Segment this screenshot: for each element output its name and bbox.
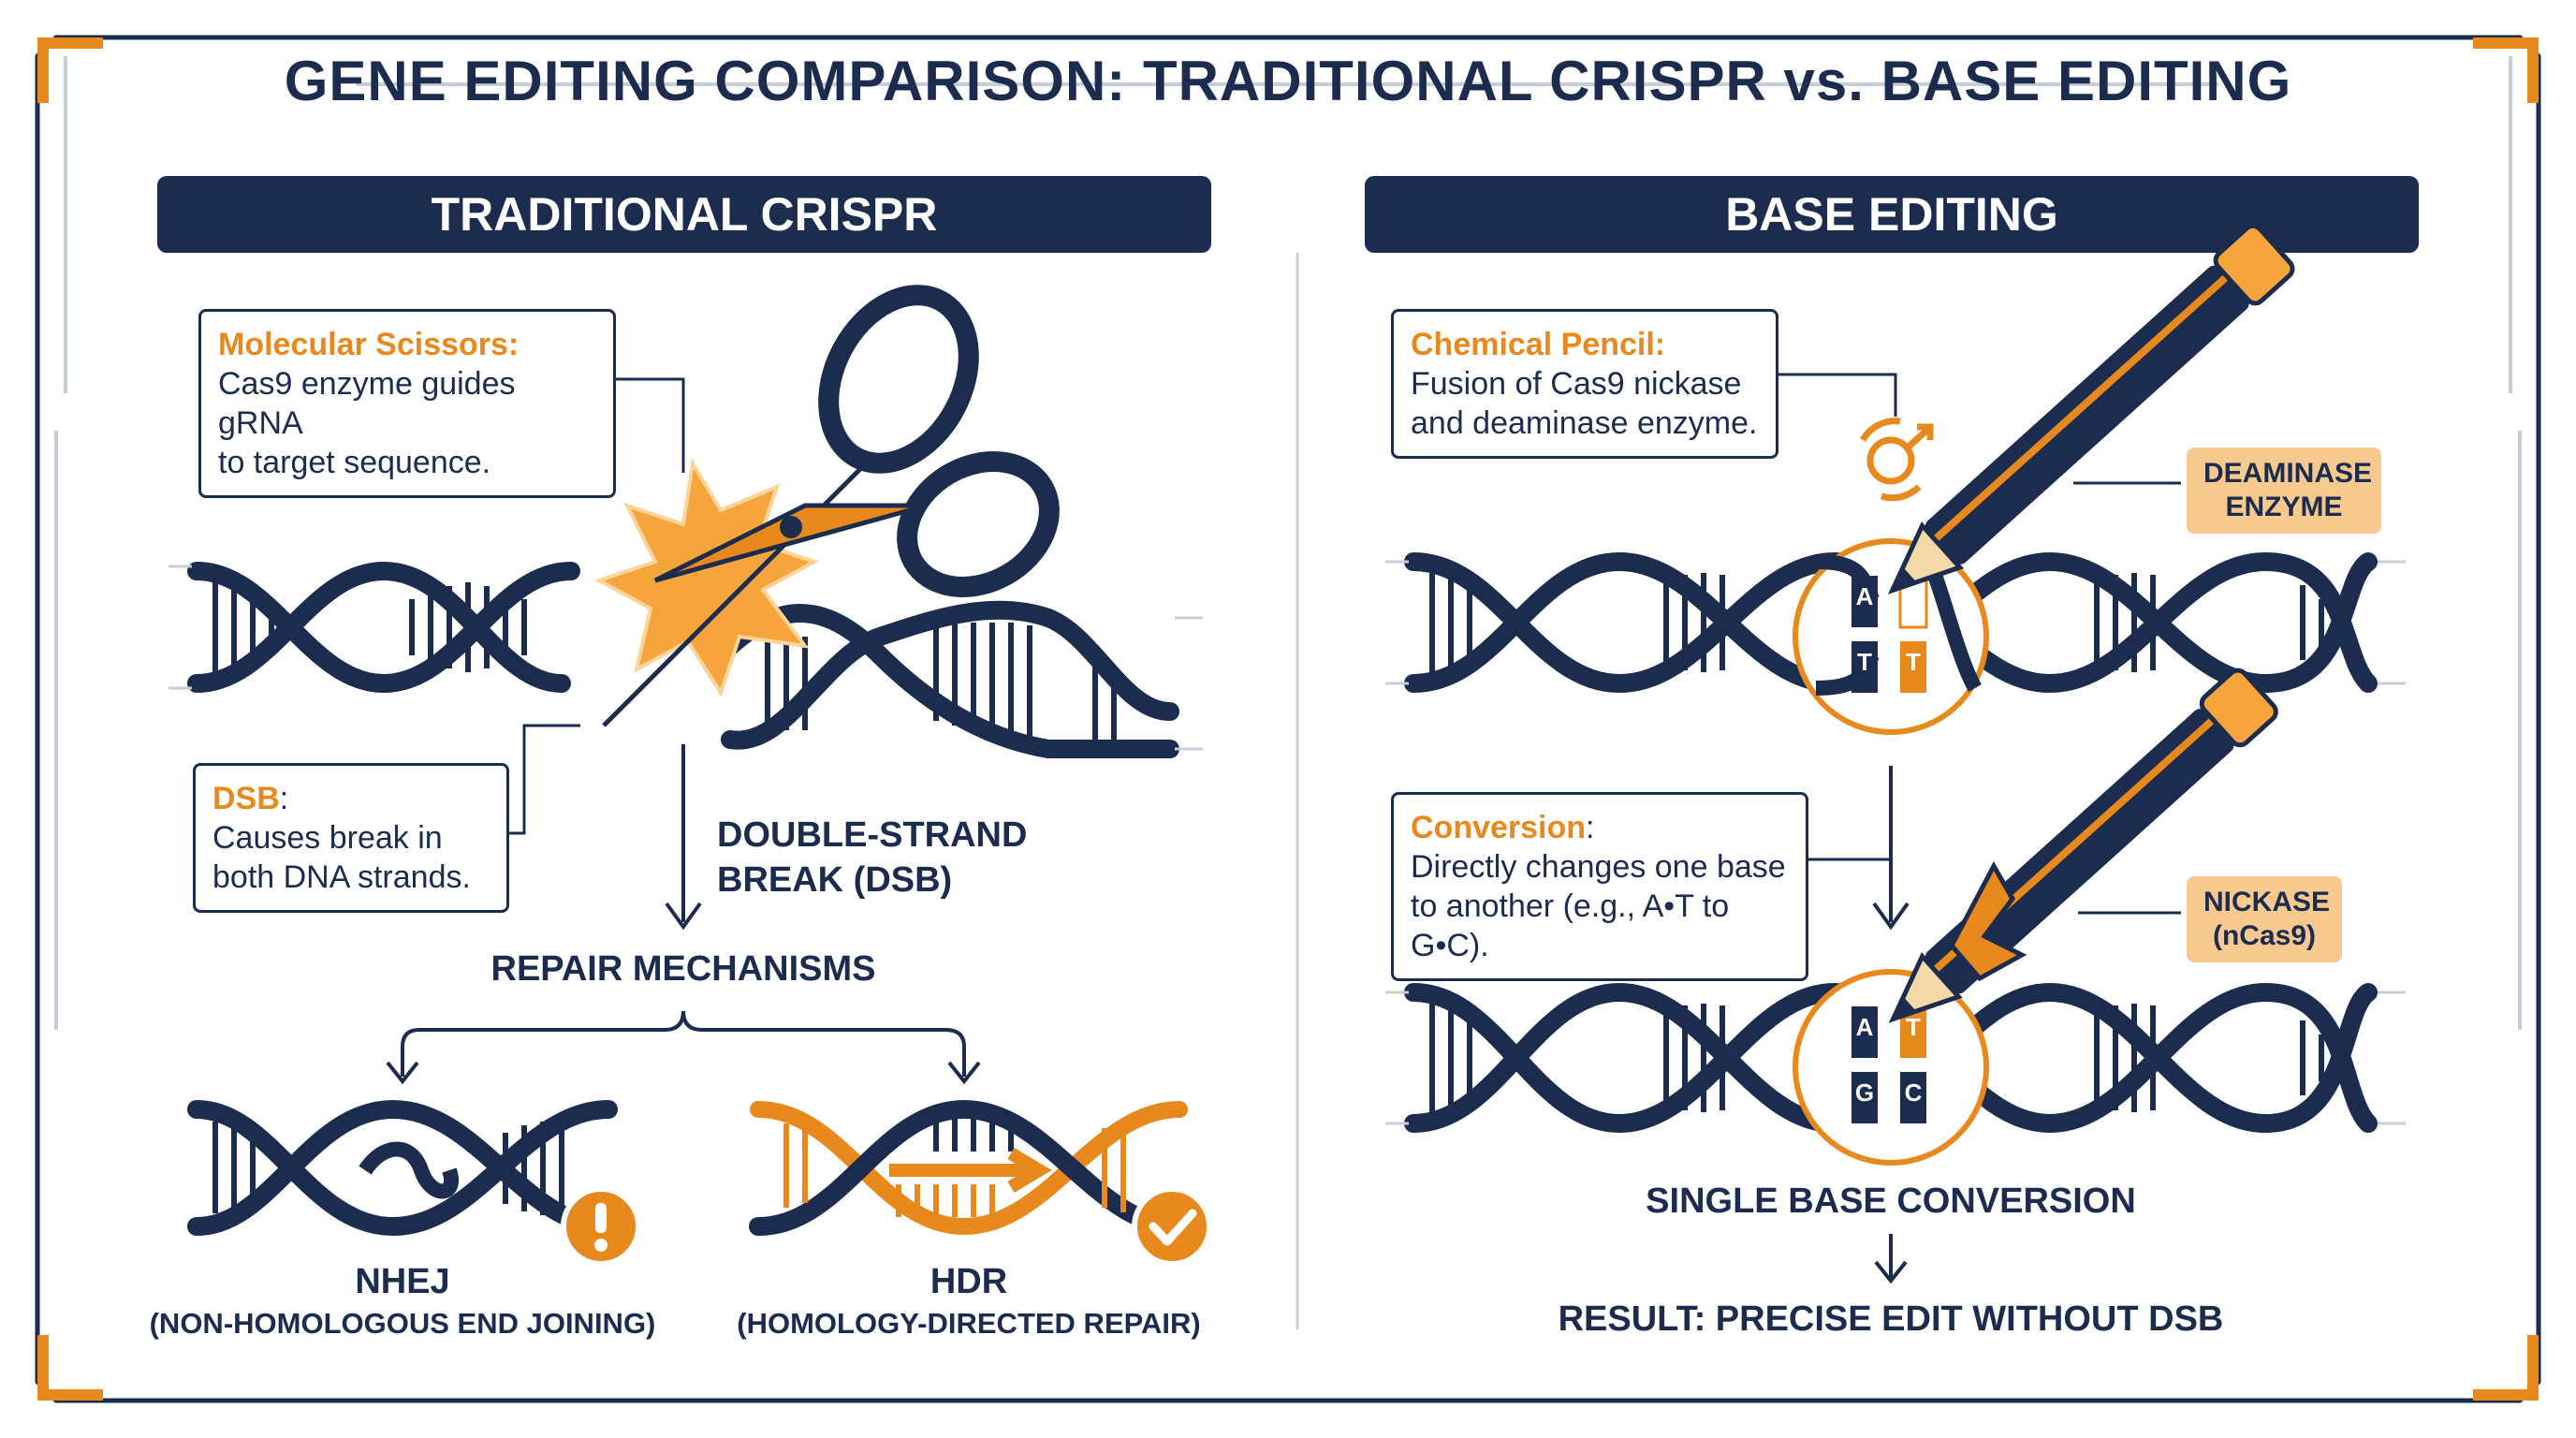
scissors-connector	[612, 377, 685, 473]
scissors-icon	[602, 285, 1060, 727]
top-base-pairs	[1815, 554, 1983, 696]
corner-accent-bl	[37, 1335, 103, 1401]
deaminase-enzyme-tag: DEAMINASE ENZYME	[2187, 448, 2381, 534]
pencil-callout-line1: Fusion of Cas9 nickase	[1411, 366, 1742, 402]
checkmark-icon	[1132, 1186, 1212, 1267]
base-top-a: A	[1855, 582, 1874, 610]
pencil-connector	[1771, 373, 1897, 417]
deaminase-tag-line2: ENZYME	[2225, 492, 2343, 522]
deaminase-tag-line1: DEAMINASE	[2203, 458, 2373, 489]
base-top-t-edited: T	[1906, 648, 1921, 676]
nhej-label: NHEJ	[355, 1262, 450, 1301]
conversion-callout: Conversion: Directly changes one base to…	[1391, 792, 1808, 981]
dsb-label: DOUBLE-STRAND BREAK (DSB)	[717, 813, 1027, 902]
pencil-icon-top	[1887, 223, 2295, 594]
scissors-callout-line1: Cas9 enzyme guides gRNA	[218, 366, 516, 441]
nhej-dna	[187, 1099, 618, 1237]
scissors-callout-line2: to target sequence.	[218, 445, 491, 480]
nickase-tag-line1: NICKASE	[2203, 887, 2331, 917]
base-bottom-a: A	[1855, 1013, 1874, 1041]
scissors-callout: Molecular Scissors: Cas9 enzyme guides g…	[198, 309, 616, 498]
nickase-tag: NICKASE (nCas9)	[2187, 876, 2342, 962]
dna-left-fragment	[187, 561, 580, 694]
result-label: RESULT: PRECISE EDIT WITHOUT DSB	[1558, 1299, 2224, 1339]
nick-claw-icon	[1948, 860, 2027, 982]
edit-site-circle-bottom	[1793, 969, 1989, 1166]
conversion-callout-line1: Directly changes one base	[1411, 849, 1786, 885]
scissors-callout-heading: Molecular Scissors:	[218, 327, 520, 362]
page-title: GENE EDITING COMPARISON: TRADITIONAL CRI…	[284, 50, 2292, 112]
hdr-dna	[749, 1099, 1189, 1236]
corner-accent-tr	[2473, 37, 2539, 103]
base-top-t: T	[1857, 648, 1872, 676]
hdr-full-label: (HOMOLOGY-DIRECTED REPAIR)	[737, 1307, 1201, 1340]
dsb-callout-line2: both DNA strands.	[212, 859, 471, 895]
deamination-icon	[1859, 418, 1934, 502]
corner-accent-tl	[37, 37, 103, 103]
hdr-label: HDR	[929, 1262, 1008, 1301]
dsb-callout-line1: Causes break in	[212, 820, 443, 856]
warning-icon	[561, 1186, 641, 1267]
left-banner: TRADITIONAL CRISPR	[157, 176, 1211, 253]
dsb-callout-colon: :	[279, 781, 289, 816]
conversion-callout-heading: Conversion	[1411, 810, 1587, 845]
conversion-callout-line2: to another (e.g., A•T to G•C).	[1411, 888, 1730, 963]
repair-mechanisms-label: REPAIR MECHANISMS	[490, 949, 876, 989]
dsb-callout: DSB: Causes break in both DNA strands.	[193, 763, 509, 913]
dsb-label-line1: DOUBLE-STRAND	[717, 815, 1028, 855]
pencil-callout-line2: and deaminase enzyme.	[1411, 405, 1758, 441]
base-bottom-t: T	[1906, 1013, 1921, 1041]
single-base-conversion-label: SINGLE BASE CONVERSION	[1646, 1181, 2136, 1221]
pencil-callout-heading: Chemical Pencil:	[1411, 327, 1666, 362]
conversion-callout-colon: :	[1586, 810, 1595, 845]
bottom-base-pairs	[1852, 1006, 1926, 1123]
nickase-tag-line2: (nCas9)	[2212, 920, 2317, 951]
base-bottom-g: G	[1854, 1078, 1875, 1107]
base-bottom-c: C	[1904, 1078, 1923, 1107]
dsb-label-line2: BREAK (DSB)	[717, 860, 953, 900]
dsb-callout-heading: DSB	[212, 781, 280, 816]
nhej-full-label: (NON-HOMOLOGOUS END JOINING)	[149, 1307, 656, 1340]
corner-accent-br	[2473, 1335, 2539, 1401]
pencil-callout: Chemical Pencil: Fusion of Cas9 nickase …	[1391, 309, 1778, 459]
